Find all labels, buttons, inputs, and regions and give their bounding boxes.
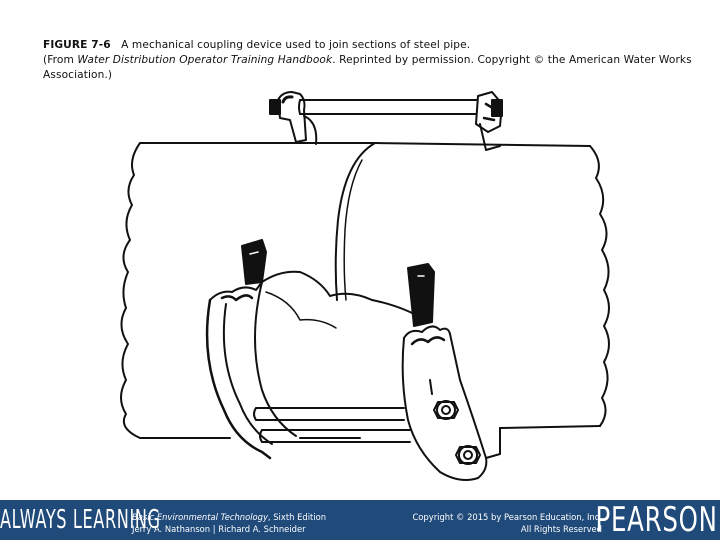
copyright-notice: Copyright © 2015 by Pearson Education, I… [412, 511, 602, 535]
book-edition: , Sixth Edition [267, 512, 327, 522]
figure-label: FIGURE 7-6 [43, 39, 111, 51]
source-title: Water Distribution Operator Training Han… [77, 54, 333, 66]
lower-rods [253, 407, 411, 443]
coupling-clamp-right [401, 263, 501, 481]
figure-title: A mechanical coupling device used to joi… [121, 39, 471, 51]
book-credit: Basic Environmental Technology, Sixth Ed… [132, 511, 326, 535]
footer-bar: ALWAYS LEARNING Basic Environmental Tech… [0, 500, 720, 540]
pipe-coupling-illustration [120, 91, 610, 481]
source-suffix: . Reprinted by permission. Copyright © t… [43, 54, 692, 81]
steel-pipe [120, 141, 610, 439]
copyright-text: Copyright © 2015 by Pearson Education, I… [412, 512, 602, 522]
top-bolt-assembly [269, 91, 503, 151]
figure-caption: FIGURE 7-6 A mechanical coupling device … [43, 38, 693, 83]
book-title: Basic Environmental Technology [132, 512, 268, 522]
coupling-sleeve-front [205, 239, 431, 460]
book-authors: Jerry A. Nathanson | Richard A. Schneide… [132, 524, 306, 534]
source-prefix: (From [43, 54, 78, 66]
rights-text: All Rights Reserved [520, 524, 602, 534]
always-learning-logo: ALWAYS LEARNING [0, 505, 161, 535]
pearson-logo: PEARSON [595, 500, 718, 540]
